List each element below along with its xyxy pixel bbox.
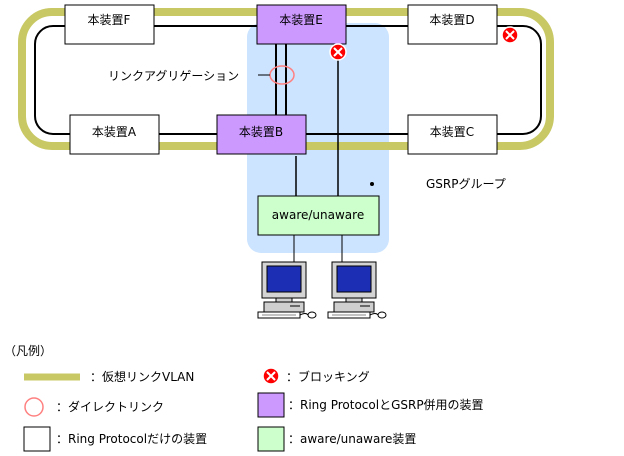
legend-ring-only-swatch <box>23 426 51 452</box>
link-aggregation-label: リンクアグリゲーション <box>108 69 239 83</box>
legend-ring-gsrp-swatch <box>257 392 285 418</box>
legend-title: （凡例） <box>4 344 52 358</box>
aware-unaware-device: aware/unaware <box>257 195 380 236</box>
legend-blocking-icon <box>262 367 280 385</box>
pc-icon <box>257 261 317 319</box>
legend-ring-gsrp-label: ：Ring ProtocolとGSRP併用の装置 <box>288 398 484 412</box>
aware-unaware-label: aware/unaware <box>272 208 364 222</box>
blocking-icon <box>501 26 519 44</box>
device-b: 本装置B <box>216 114 307 155</box>
legend-aware-swatch <box>257 426 285 452</box>
blocking-icon <box>329 43 347 61</box>
device-d: 本装置D <box>407 4 498 45</box>
device-a: 本装置A <box>69 114 160 155</box>
device-f: 本装置F <box>64 4 155 45</box>
device-d-label: 本装置D <box>429 13 474 27</box>
legend-aware-label: ：aware/unaware装置 <box>288 432 416 446</box>
legend-blocking-label: ：ブロッキング <box>286 369 370 384</box>
gsrp-group-label: GSRPグループ <box>426 177 506 191</box>
legend-vlan-label: ：仮想リンクVLAN <box>90 369 194 384</box>
device-e: 本装置E <box>256 4 347 45</box>
device-c-label: 本装置C <box>430 125 474 139</box>
legend-ring-only-label: ：Ring Protocolだけの装置 <box>56 432 207 446</box>
pc-icon <box>327 261 387 319</box>
legend-direct-link-icon <box>24 397 44 417</box>
device-f-label: 本装置F <box>88 13 131 27</box>
device-e-label: 本装置E <box>279 13 323 27</box>
device-c: 本装置C <box>407 114 498 155</box>
gsrp-group-pointer-dot <box>370 182 374 186</box>
device-a-label: 本装置A <box>92 125 137 139</box>
legend-direct-link-label: ：ダイレクトリンク <box>56 399 164 414</box>
device-b-label: 本装置B <box>239 125 283 139</box>
